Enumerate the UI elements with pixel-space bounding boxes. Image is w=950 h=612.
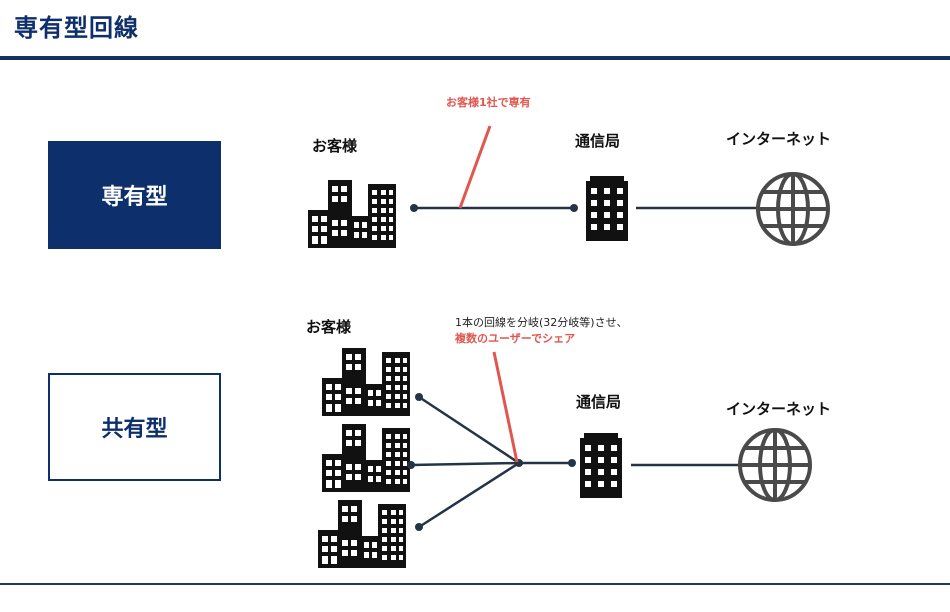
shared-node-customer-1 xyxy=(415,393,423,401)
shared-station-label: 通信局 xyxy=(576,393,622,411)
dedicated-internet-label: インターネット xyxy=(726,130,832,148)
globe-icon xyxy=(756,172,830,246)
office-buildings-icon xyxy=(322,424,410,492)
shared-branch-line-3 xyxy=(418,461,520,529)
shared-branch-line-2 xyxy=(410,461,520,467)
dedicated-type-label: 専有型 xyxy=(101,185,168,210)
dedicated-note-pointer xyxy=(458,125,492,209)
office-buildings-icon xyxy=(318,500,406,568)
shared-node-station xyxy=(568,459,576,467)
page-title: 専有型回線 xyxy=(14,14,139,42)
shared-node-customer-2 xyxy=(407,461,415,469)
shared-note-pointer xyxy=(492,351,519,463)
footer-divider xyxy=(0,583,950,585)
dedicated-customer-label: お客様 xyxy=(312,137,358,155)
header-divider xyxy=(0,56,950,60)
station-building-icon xyxy=(580,433,622,498)
station-building-icon xyxy=(586,176,628,241)
dedicated-note: お客様1社で専有 xyxy=(446,96,531,109)
shared-type-label: 共有型 xyxy=(101,417,168,442)
shared-note-line2: 複数のユーザーでシェア xyxy=(455,332,576,345)
globe-icon xyxy=(738,428,812,502)
office-buildings-icon xyxy=(322,348,410,416)
shared-customer-label: お客様 xyxy=(306,318,352,336)
dedicated-node-customer xyxy=(410,204,418,212)
dedicated-node-station xyxy=(570,204,578,212)
shared-node-customer-3 xyxy=(415,523,423,531)
dedicated-type-box: 専有型 xyxy=(48,141,221,249)
office-buildings-icon xyxy=(308,180,396,248)
dedicated-station-label: 通信局 xyxy=(575,132,621,150)
shared-internet-label: インターネット xyxy=(726,400,832,418)
shared-type-box: 共有型 xyxy=(48,373,221,481)
shared-branch-line-1 xyxy=(418,395,520,465)
shared-note-line1: 1本の回線を分岐(32分岐等)させ、 xyxy=(455,316,628,329)
